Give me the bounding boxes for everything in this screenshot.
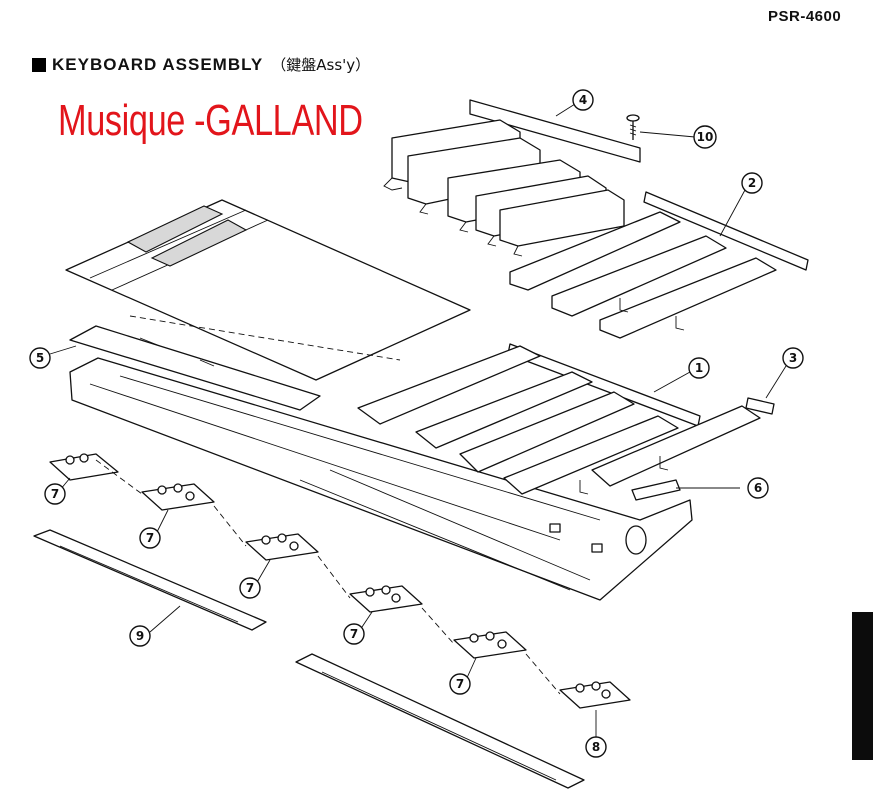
- frame-slot-1: [549, 523, 561, 533]
- white-key-1a: [357, 345, 541, 425]
- rubber-strip-part-6: [631, 479, 681, 501]
- svg-text:2: 2: [748, 176, 756, 190]
- white-key-rail-2: [643, 191, 809, 271]
- white-key-2-hooks: [619, 298, 685, 331]
- svg-text:7: 7: [456, 677, 464, 691]
- svg-text:7: 7: [350, 627, 358, 641]
- leader-9: [149, 605, 181, 633]
- white-key-2c: [599, 257, 777, 339]
- felt-rails: [33, 529, 585, 789]
- svg-text:6: 6: [754, 481, 762, 495]
- callout-3: 3: [782, 347, 804, 369]
- svg-text:7: 7: [146, 531, 154, 545]
- white-keys-group-2: [509, 191, 809, 339]
- pcb-contact-domes: [65, 453, 611, 699]
- svg-text:10: 10: [697, 130, 714, 144]
- keyboard-top-section: [65, 199, 471, 381]
- model-number: PSR-4600: [768, 8, 842, 25]
- felt-rail-left: [33, 529, 267, 631]
- white-key-2a: [509, 211, 681, 291]
- callouts: 4 10 2 3 1 5 6 7 7 7 7 7 9 8: [29, 89, 804, 758]
- title-english: KEYBOARD ASSEMBLY: [52, 54, 264, 74]
- leader-7e: [465, 657, 477, 681]
- chassis-detail-lines: [89, 337, 601, 541]
- felt-rail-left-line: [59, 545, 239, 623]
- svg-text:5: 5: [36, 351, 44, 365]
- pcb-ribbon-links: [95, 459, 561, 695]
- felt-strip: [69, 325, 321, 411]
- white-key-1d: [503, 415, 679, 495]
- leader-7b: [155, 509, 169, 535]
- key-contact-part-3: [745, 397, 775, 415]
- frame-roller: [625, 525, 647, 555]
- white-keys-group-1: [357, 343, 775, 495]
- black-key-hooks: [383, 177, 523, 257]
- felt-rail-right-line: [321, 671, 557, 781]
- svg-text:7: 7: [51, 487, 59, 501]
- black-key-left-1: [126, 205, 224, 253]
- leader-2: [719, 189, 746, 237]
- leader-7c: [255, 559, 271, 585]
- chassis-body: [69, 357, 693, 601]
- svg-text:3: 3: [789, 351, 797, 365]
- side-tab-marker: [852, 612, 873, 760]
- white-key-1b: [415, 371, 593, 449]
- svg-text:4: 4: [579, 93, 587, 107]
- screw-part: [626, 114, 640, 140]
- keyboard-frame: [69, 325, 693, 601]
- felt-rail-right: [295, 653, 585, 789]
- black-key-left-2: [150, 219, 248, 267]
- leader-10: [639, 131, 696, 138]
- screw-thread: [629, 124, 637, 136]
- callout-1: 1: [688, 357, 710, 379]
- callout-5: 5: [29, 347, 51, 369]
- screw-head: [626, 114, 640, 122]
- white-key-1-hooks: [579, 456, 669, 495]
- callout-6: 6: [747, 477, 769, 499]
- callout-2: 2: [741, 172, 763, 194]
- callout-10: 10: [693, 125, 717, 149]
- black-key-rail: [469, 99, 641, 163]
- black-keys-group: [383, 99, 641, 257]
- svg-text:7: 7: [246, 581, 254, 595]
- callout-leaders: [49, 103, 787, 742]
- deck-cut-line: [129, 315, 401, 361]
- leader-1: [653, 371, 691, 393]
- callout-7a: 7: [44, 483, 66, 505]
- svg-text:1: 1: [695, 361, 703, 375]
- callout-8: 8: [585, 736, 607, 758]
- white-key-1c: [459, 391, 635, 473]
- callout-7c: 7: [239, 577, 261, 599]
- callout-9: 9: [129, 625, 151, 647]
- svg-text:8: 8: [592, 740, 600, 754]
- title-square-bullet: [32, 57, 46, 72]
- white-key-1e: [591, 405, 761, 487]
- contact-pcbs: [49, 453, 631, 709]
- leader-3: [765, 365, 787, 399]
- callout-7d: 7: [343, 623, 365, 645]
- frame-slot-2: [591, 543, 603, 553]
- callout-4: 4: [572, 89, 594, 111]
- callout-7e: 7: [449, 673, 471, 695]
- svg-text:9: 9: [136, 629, 144, 643]
- title-japanese: （鍵盤Ass'y）: [271, 56, 371, 74]
- chassis-lower-lines: [299, 469, 591, 591]
- watermark-text: Musique -GALLAND: [58, 96, 363, 145]
- white-key-2b: [551, 235, 727, 317]
- page-title: KEYBOARD ASSEMBLY （鍵盤Ass'y）: [32, 54, 370, 75]
- leader-5: [49, 345, 77, 355]
- callout-7b: 7: [139, 527, 161, 549]
- leader-4: [555, 103, 576, 117]
